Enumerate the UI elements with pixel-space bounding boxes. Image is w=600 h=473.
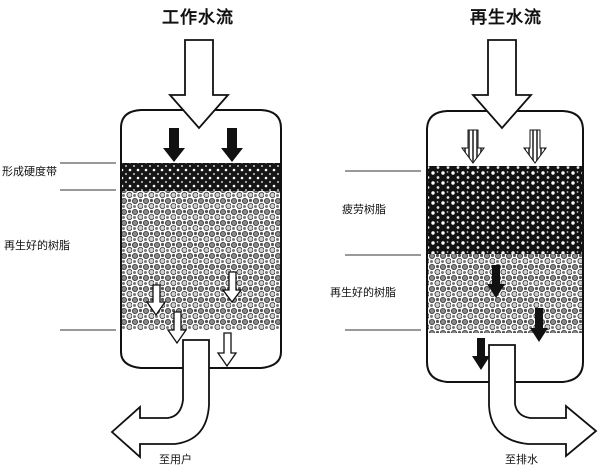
left-bottom-arrow xyxy=(216,332,238,368)
right-vessel xyxy=(426,110,584,383)
left-resin-arrow-3 xyxy=(166,311,188,345)
right-exhausted-label: 疲劳树脂 xyxy=(342,203,386,216)
left-flow-arrow-2 xyxy=(221,128,243,162)
left-resin-arrow-2 xyxy=(221,271,243,304)
right-flow-arrow-1 xyxy=(461,129,485,164)
right-title: 再生水流 xyxy=(470,8,542,28)
right-inlet-arrow xyxy=(471,39,533,130)
left-outlet-label: 至用户 xyxy=(159,453,192,466)
left-vessel xyxy=(120,109,282,369)
right-resin-label: 再生好的树脂 xyxy=(330,286,396,299)
right-resin-arrow-2 xyxy=(530,308,548,342)
left-flow-arrow-1 xyxy=(163,128,185,162)
left-title: 工作水流 xyxy=(162,8,234,28)
right-resin-arrow-1 xyxy=(487,265,505,298)
left-inlet-arrow xyxy=(168,39,230,130)
right-outlet-arrow xyxy=(488,344,598,458)
right-outlet-label: 至排水 xyxy=(505,453,538,466)
left-regenerated-resin-bed xyxy=(121,190,281,330)
left-hardness-band xyxy=(121,163,281,191)
left-resin-label: 再生好的树脂 xyxy=(4,239,70,252)
left-band-label: 形成硬度带 xyxy=(2,165,57,178)
right-regenerated-resin-bed xyxy=(427,253,583,333)
right-bottom-arrow xyxy=(472,338,490,370)
right-flow-arrow-2 xyxy=(523,129,547,164)
left-outlet-arrow xyxy=(110,339,210,460)
left-resin-arrow-1 xyxy=(145,284,167,317)
right-exhausted-resin-bed xyxy=(427,166,583,254)
